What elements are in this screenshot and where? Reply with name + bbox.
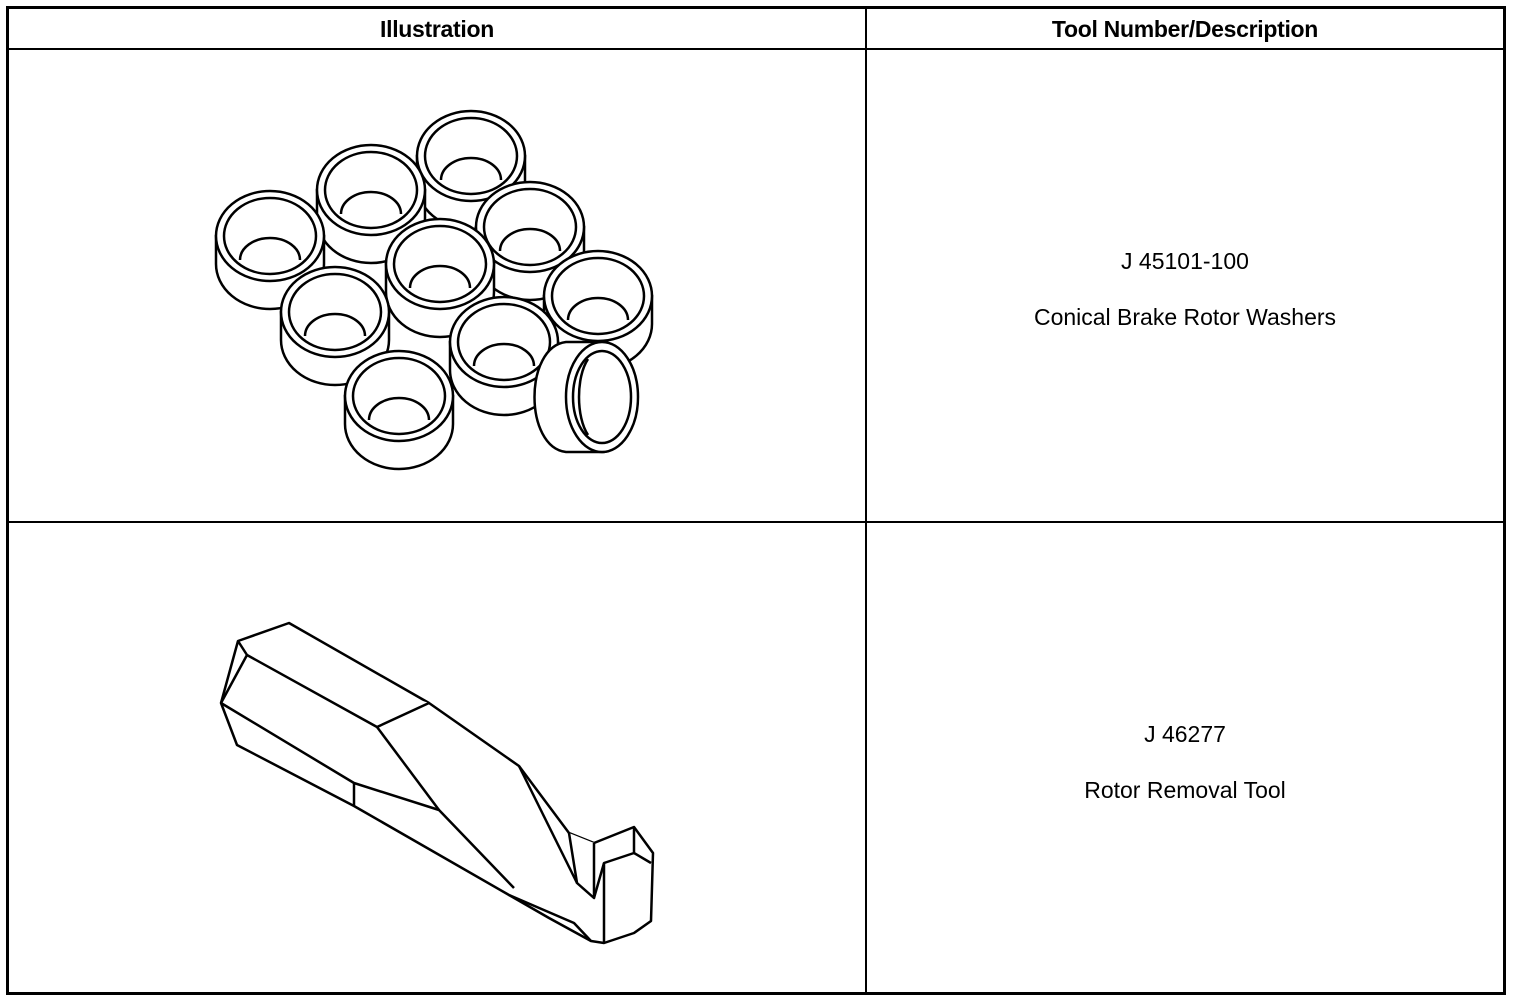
table-row: J 46277 Rotor Removal Tool [9, 523, 1503, 993]
illustration-cell [9, 523, 867, 993]
tool-description-cell: J 46277 Rotor Removal Tool [867, 523, 1503, 993]
illustration-cell [9, 50, 867, 521]
table-row: J 45101-100 Conical Brake Rotor Washers [9, 50, 1503, 523]
conical-washers-icon [214, 109, 654, 471]
tool-description: Conical Brake Rotor Washers [1033, 304, 1337, 330]
tool-description-cell: J 45101-100 Conical Brake Rotor Washers [867, 50, 1503, 521]
tool-table: Illustration Tool Number/Description [6, 6, 1506, 995]
rotor-removal-tool-icon [219, 621, 655, 945]
tool-number: J 45101-100 [1121, 248, 1249, 274]
tool-description: Rotor Removal Tool [1084, 777, 1286, 803]
header-tool-description: Tool Number/Description [1051, 16, 1319, 42]
header-illustration: Illustration [9, 9, 867, 48]
tool-number: J 46277 [1144, 721, 1226, 747]
table-header-row: Illustration Tool Number/Description [9, 9, 1503, 50]
